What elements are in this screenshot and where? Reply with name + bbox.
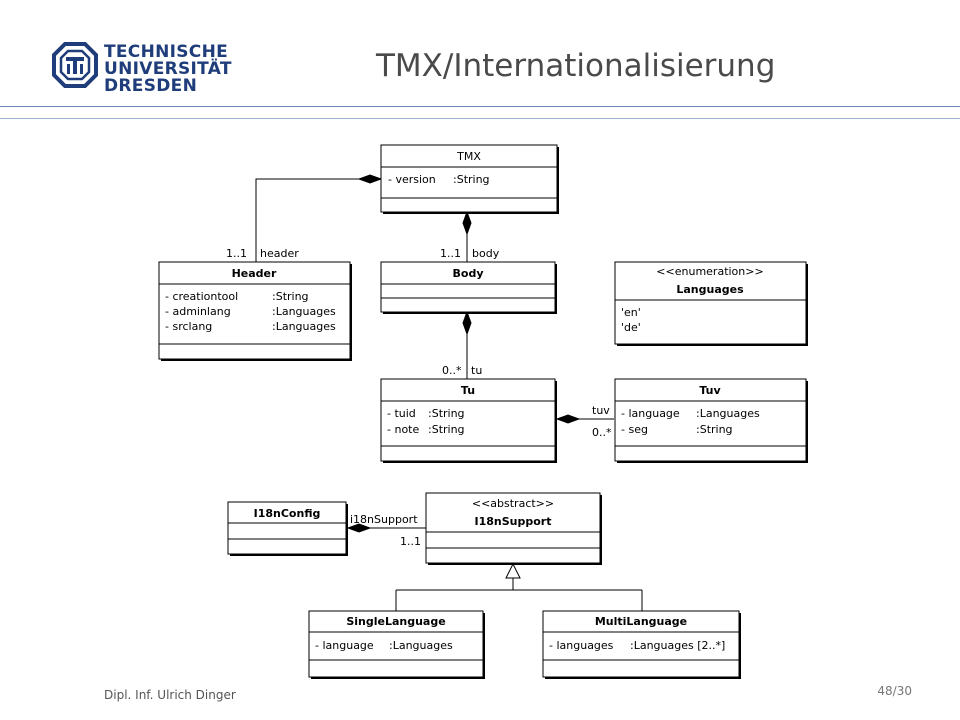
header-attr-2-type: :Languages [272,305,336,318]
class-i18nconfig: I18nConfig [227,501,348,556]
logo-line-3: DRESDEN [104,76,198,96]
tuv-attr-1-type: :Languages [696,407,760,420]
class-i18nconfig-name: I18nConfig [254,507,321,520]
body-tu-diamond [462,310,472,336]
class-languages: <<enumeration>> Languages 'en' 'de' [614,261,808,346]
header-attr-1-name: - creationtool [165,290,238,303]
class-languages-name: Languages [676,283,744,296]
tu-attr-2-name: - note [387,423,419,436]
tuv-role: tuv [592,404,610,417]
header-attr-3-name: - srclang [165,320,212,333]
config-support-diamond [346,523,372,533]
tu-tuv-diamond [555,414,581,424]
class-singlelanguage: SingleLanguage - language :Languages [308,610,485,679]
slide-title: TMX/Internationalisierung [376,48,776,84]
class-multilanguage-name: MultiLanguage [595,615,687,628]
generalization-triangle [505,562,521,579]
tu-attr-1-name: - tuid [387,407,416,420]
body-multiplicity: 1..1 [440,247,461,260]
tu-attr-2-type: :String [428,423,465,436]
association-lines [255,178,643,611]
tmx-attr-name: - version [388,173,436,186]
header-attr-3-type: :Languages [272,320,336,333]
class-i18nsupport-name: I18nSupport [475,515,552,528]
tmx-attr-type: :String [453,173,490,186]
tmx-header-diamond [357,174,383,184]
tuv-attr-2-name: - seg [621,423,648,436]
i18n-role: i18nSupport [350,513,418,526]
i18nsupport-stereotype: <<abstract>> [472,497,554,510]
singlelanguage-attr-type: :Languages [389,639,453,652]
tuv-attr-2-type: :String [696,423,733,436]
logo-line-2: UNIVERSITÄT [104,59,232,79]
page-number: 48/30 [877,684,912,698]
languages-stereotype: <<enumeration>> [656,265,763,278]
inheritance-connector [395,578,643,611]
class-singlelanguage-name: SingleLanguage [346,615,445,628]
header-attr-1-type: :String [272,290,309,303]
languages-value-de: 'de' [621,321,641,334]
association-labels: 1..1 header 1..1 body 0..* tu tuv 0..* i… [226,247,612,548]
tu-multiplicity: 0..* [442,364,462,377]
university-logo-text: TECHNISCHE UNIVERSITÄT DRESDEN [104,44,232,95]
footer-author: Dipl. Inf. Ulrich Dinger [104,688,236,702]
class-tmx: TMX - version :String [380,144,559,214]
header-divider [0,106,960,107]
header-role: header [260,247,299,260]
class-tuv: Tuv - language :Languages - seg :String [614,378,808,463]
class-header-name: Header [232,267,277,280]
languages-value-en: 'en' [621,306,641,319]
tuv-multiplicity: 0..* [592,426,612,439]
tu-role: tu [471,364,482,377]
multilanguage-attr-name: - languages [549,639,614,652]
composition-diamonds [346,174,581,533]
header-multiplicity: 1..1 [226,247,247,260]
tmx-header-association [255,178,381,262]
body-role: body [472,247,500,260]
i18n-multiplicity: 1..1 [400,535,421,548]
class-body-name: Body [453,267,484,280]
tu-attr-1-type: :String [428,407,465,420]
logo-line-1: TECHNISCHE [104,42,229,62]
header-divider-secondary [0,118,960,119]
class-i18nsupport: <<abstract>> I18nSupport [425,492,602,565]
class-header: Header - creationtool :String - adminlan… [158,261,352,361]
tu-dresden-logo-icon [52,42,98,88]
class-multilanguage: MultiLanguage - languages :Languages [2.… [542,610,741,679]
class-tuv-name: Tuv [699,384,721,397]
tuv-attr-1-name: - language [621,407,680,420]
class-tu-name: Tu [461,384,475,397]
class-tmx-name: TMX [456,150,481,163]
multilanguage-attr-type: :Languages [2..*] [630,639,725,652]
singlelanguage-attr-name: - language [315,639,374,652]
class-tu: Tu - tuid :String - note :String [380,378,557,463]
tmx-body-diamond [462,210,472,236]
class-body: Body [380,261,557,314]
header-attr-2-name: - adminlang [165,305,231,318]
